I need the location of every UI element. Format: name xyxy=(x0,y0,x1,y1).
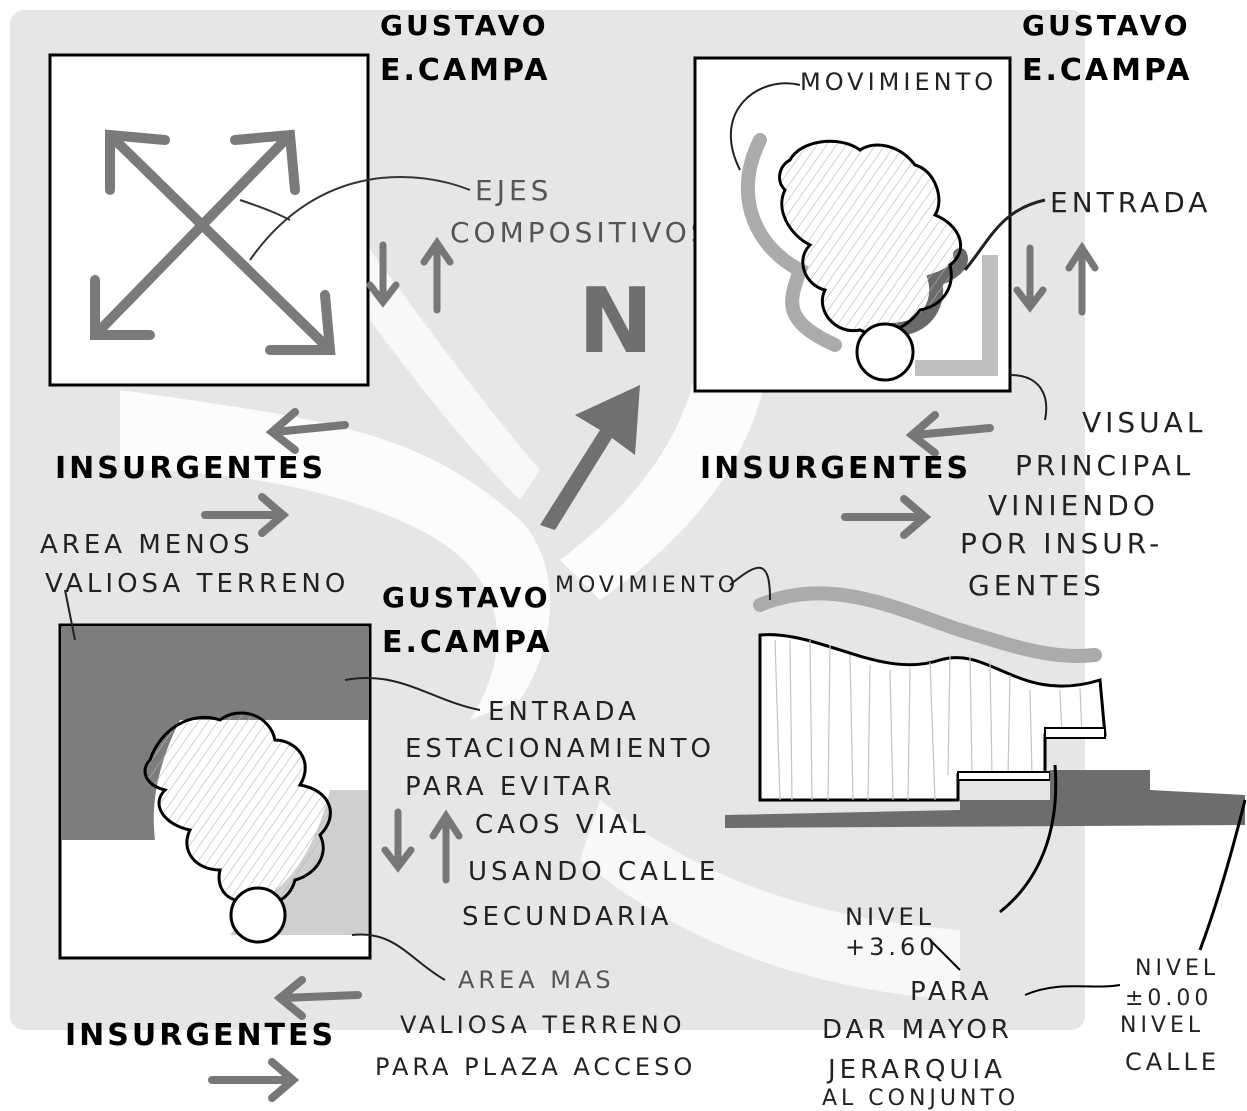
flow-arrows xyxy=(1013,241,1099,316)
entrada-label: ENTRADA xyxy=(1050,186,1211,219)
nivel-1-line-1: NIVEL xyxy=(845,903,935,931)
author-name: GUSTAVO xyxy=(1022,9,1191,42)
leader-line xyxy=(729,82,801,171)
nivel-2-line-1: NIVEL xyxy=(1135,956,1219,981)
leader-line xyxy=(729,566,771,601)
area-menos-line-1: AREA MENOS xyxy=(40,530,254,560)
movement-path xyxy=(740,133,842,352)
street-arrows xyxy=(208,976,362,1102)
street-label: INSURGENTES xyxy=(700,451,971,486)
nivel-2-line-3: NIVEL xyxy=(1120,1013,1204,1038)
estacionamiento-line-2: PARA EVITAR xyxy=(405,772,615,802)
ground-section xyxy=(725,770,1245,828)
compositivos-label: COMPOSITIVOS xyxy=(450,216,713,249)
building-footprint xyxy=(143,711,332,906)
movimiento-label: MOVIMIENTO xyxy=(800,68,997,96)
leader-line xyxy=(249,175,471,261)
author-name: GUSTAVO xyxy=(380,9,549,42)
street-label: INSURGENTES xyxy=(65,1018,336,1053)
street-label: INSURGENTES xyxy=(55,451,326,486)
leader-line xyxy=(1198,799,1247,951)
para-line-3: JERARQUIA xyxy=(826,1055,1006,1085)
visual-frontage xyxy=(915,255,998,376)
street-arrows xyxy=(841,411,994,539)
para-line-4: AL CONJUNTO xyxy=(822,1086,1019,1111)
visual-line-3: VINIENDO xyxy=(988,489,1159,522)
leader-line xyxy=(351,933,446,981)
author-surname: E.CAMPA xyxy=(1022,53,1192,88)
para-line-2: DAR MAYOR xyxy=(822,1015,1013,1045)
area-mas-line-2: VALIOSA TERRENO xyxy=(400,1011,686,1039)
estacionamiento-line-4: USANDO CALLE xyxy=(468,857,719,887)
nivel-2-line-4: CALLE xyxy=(1125,1048,1220,1076)
background-swirl xyxy=(580,800,960,1000)
visual-line-4: POR INSUR- xyxy=(960,527,1163,560)
less-valuable-area xyxy=(62,627,368,840)
nivel-2-line-2: ±0.00 xyxy=(1125,986,1212,1011)
author-surname: E.CAMPA xyxy=(382,625,552,660)
composition-axes xyxy=(90,129,336,355)
street-arrows xyxy=(201,408,349,537)
para-line-1: PARA xyxy=(910,977,993,1007)
visual-line-1: VISUAL xyxy=(1082,406,1206,439)
area-mas-line-3: PARA PLAZA ACCESO xyxy=(375,1053,696,1081)
area-menos-line-2: VALIOSA TERRENO xyxy=(45,569,349,599)
background-swirl xyxy=(340,250,540,500)
nivel-1-line-2: +3.60 xyxy=(845,933,939,961)
north-arrow-icon xyxy=(540,385,640,530)
visual-line-2: PRINCIPAL xyxy=(1015,449,1194,482)
building-annex xyxy=(855,322,915,382)
entrada-label: ENTRADA xyxy=(488,697,640,727)
building-footprint xyxy=(778,139,963,336)
flow-arrows xyxy=(366,236,454,314)
visual-line-5: GENTES xyxy=(968,569,1105,602)
flow-arrows xyxy=(381,808,463,884)
author-name: GUSTAVO xyxy=(382,581,551,614)
ejes-label: EJES xyxy=(475,174,552,207)
author-surname: E.CAMPA xyxy=(380,53,550,88)
estacionamiento-line-5: SECUNDARIA xyxy=(462,902,672,932)
leader-line xyxy=(64,589,76,641)
section-movimiento-label: MOVIMIENTO xyxy=(555,573,739,598)
movement-path xyxy=(753,586,1102,663)
background-swirl xyxy=(120,390,550,720)
leader-line xyxy=(963,198,1046,271)
estacionamiento-line-3: CAOS VIAL xyxy=(475,810,649,840)
leader-line xyxy=(999,764,1058,914)
leader-line xyxy=(344,677,481,711)
north-label: N xyxy=(578,269,653,374)
area-mas-line-1: AREA MAS xyxy=(458,966,615,994)
estacionamiento-line-1: ESTACIONAMIENTO xyxy=(405,734,715,764)
leader-line xyxy=(1009,374,1048,421)
building-annex xyxy=(229,886,287,944)
background-swirl xyxy=(560,330,770,600)
